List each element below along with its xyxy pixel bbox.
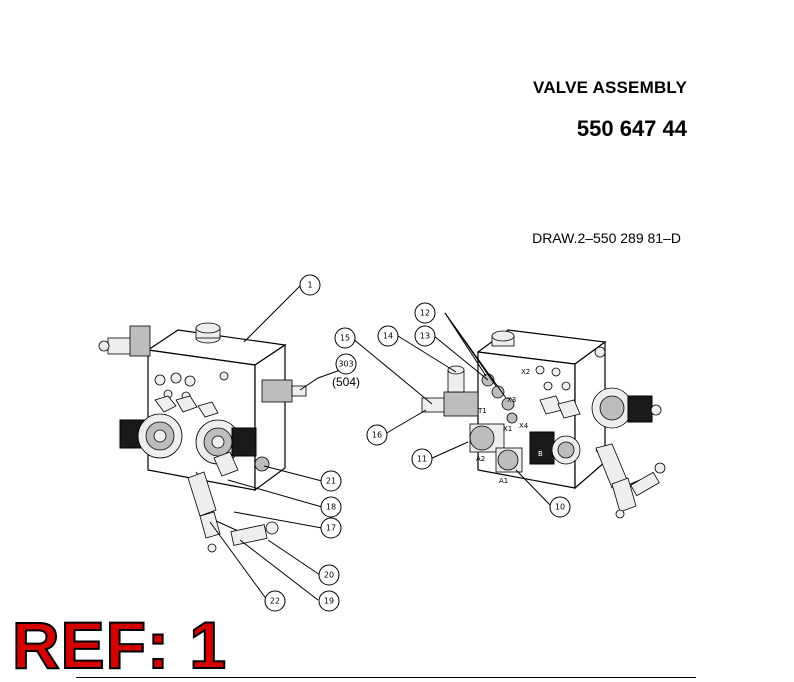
port-label: X2 (521, 368, 530, 376)
svg-text:303: 303 (338, 360, 353, 369)
port-label: B (538, 450, 543, 458)
drawing-reference: DRAW.2–550 289 81–D (532, 230, 681, 246)
callout-10: 10 (549, 496, 571, 518)
part-number: 550 647 44 (576, 116, 687, 141)
callout-17: 17 (320, 517, 342, 539)
svg-text:11: 11 (417, 455, 427, 464)
callout-11: 11 (411, 448, 433, 470)
port-label: A1 (499, 477, 508, 485)
callout-20: 20 (318, 564, 340, 586)
port-label: X1 (503, 425, 512, 433)
port-label: X3 (507, 396, 516, 404)
callout-note-504: (504) (332, 375, 360, 389)
svg-text:14: 14 (383, 332, 393, 341)
callout-12: 12 (414, 302, 436, 324)
callout-1: 1 (299, 274, 321, 296)
callout-19: 19 (318, 590, 340, 612)
svg-text:17: 17 (326, 524, 336, 533)
right-valve-block (421, 329, 666, 519)
callout-22: 22 (264, 590, 286, 612)
callout-15: 15 (334, 327, 356, 349)
port-label: X4 (519, 422, 529, 430)
port-label: A2 (476, 455, 485, 463)
leader-lines (209, 285, 553, 601)
port-label: T1 (477, 407, 487, 415)
callout-16: 16 (366, 424, 388, 446)
callout-303: 303 (335, 353, 357, 375)
svg-text:16: 16 (372, 431, 382, 440)
port-labels: X2 X3 T1 X1 X4 A2 A1 B (476, 368, 543, 485)
callout-18: 18 (320, 496, 342, 518)
svg-text:15: 15 (340, 334, 350, 343)
footer-rule (76, 677, 696, 678)
svg-text:22: 22 (270, 597, 280, 606)
callout-21: 21 (320, 470, 342, 492)
svg-text:13: 13 (420, 332, 430, 341)
svg-text:1: 1 (307, 281, 312, 290)
assembly-title: VALVE ASSEMBLY (533, 78, 687, 97)
svg-text:19: 19 (324, 597, 334, 606)
svg-text:10: 10 (555, 503, 565, 512)
svg-text:20: 20 (324, 571, 334, 580)
callout-14: 14 (377, 325, 399, 347)
svg-text:18: 18 (326, 503, 336, 512)
svg-text:21: 21 (326, 477, 336, 486)
left-valve-block (98, 322, 307, 553)
ref-label: REF: 1 (11, 608, 228, 682)
callout-13: 13 (414, 325, 436, 347)
svg-text:12: 12 (420, 309, 430, 318)
